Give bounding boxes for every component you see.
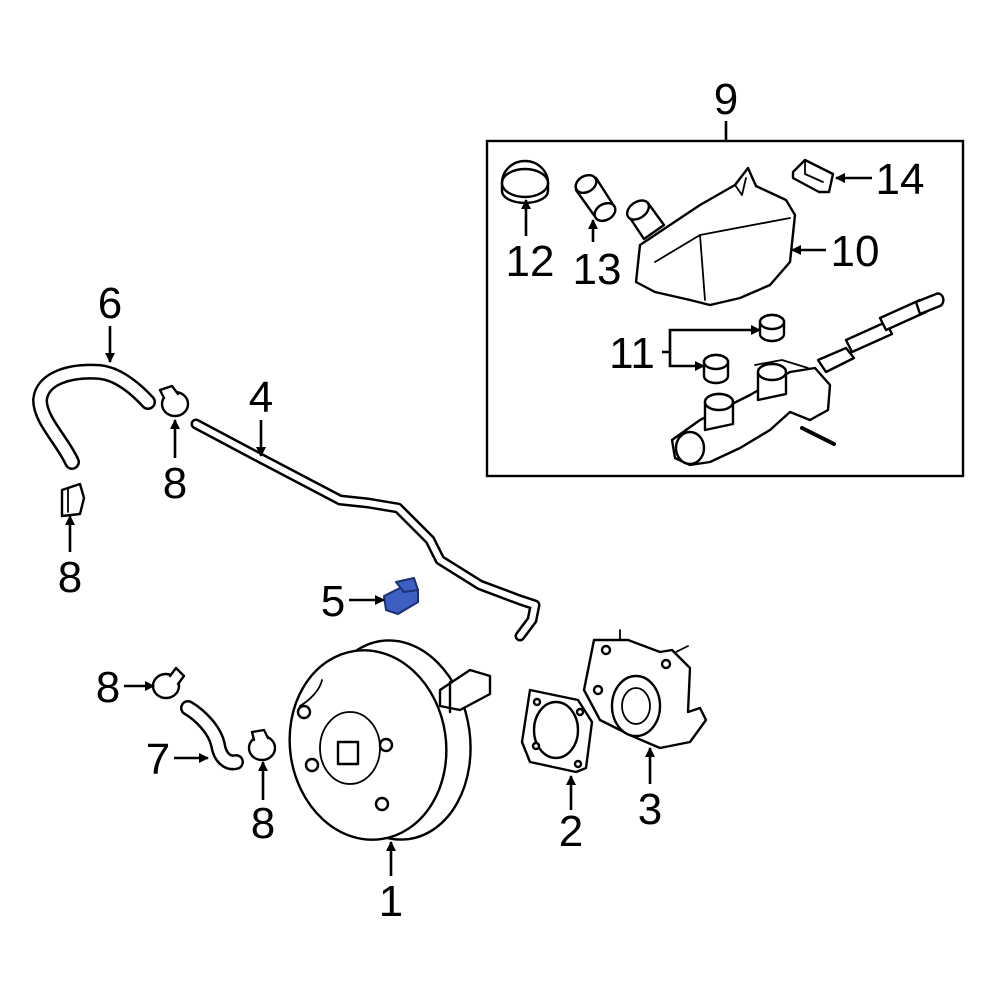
callout-8-pipe-end: 8 xyxy=(163,459,187,508)
part-3-mounting-plate[interactable] xyxy=(582,629,708,750)
callout-1: 1 xyxy=(379,877,403,926)
leader-lines xyxy=(65,173,872,876)
group-box-9 xyxy=(485,121,965,478)
callout-10: 10 xyxy=(831,227,880,276)
part-2-gasket[interactable] xyxy=(520,688,594,774)
part-8-clamp-pipe-end[interactable] xyxy=(158,384,190,418)
part-8-clamp-hose7-lower[interactable] xyxy=(247,728,277,762)
part-7-short-hose[interactable] xyxy=(180,700,244,771)
part-4-vacuum-pipe[interactable] xyxy=(190,418,541,642)
callout-6: 6 xyxy=(98,279,122,328)
part-14-clip[interactable] xyxy=(791,158,835,194)
callout-8-hose7-upper: 8 xyxy=(96,663,120,712)
callout-9: 9 xyxy=(714,75,738,124)
callout-4: 4 xyxy=(249,373,273,422)
callout-2: 2 xyxy=(559,807,583,856)
callout-14: 14 xyxy=(876,155,925,204)
part-13-strainer[interactable] xyxy=(572,172,618,225)
part-1-brake-booster[interactable] xyxy=(278,631,492,850)
part-11-grommet-upper[interactable] xyxy=(758,313,786,343)
callout-13: 13 xyxy=(573,245,622,294)
callout-8-hose-end: 8 xyxy=(58,553,82,602)
part-12-reservoir-cap[interactable] xyxy=(500,159,550,205)
part-6-vacuum-hose[interactable] xyxy=(31,363,156,470)
callout-3: 3 xyxy=(638,785,662,834)
callout-7: 7 xyxy=(146,735,170,784)
callout-11: 11 xyxy=(609,329,655,378)
part-10-reservoir[interactable] xyxy=(624,166,797,307)
part-8-clamp-hose-end[interactable] xyxy=(60,482,86,518)
callout-labels: 1 2 3 4 5 6 7 8 8 8 8 9 10 11 12 13 14 xyxy=(58,75,925,926)
callout-5: 5 xyxy=(321,577,345,626)
part-8-clamp-hose7-upper[interactable] xyxy=(151,666,186,700)
part-11-grommet-lower[interactable] xyxy=(702,353,730,385)
part-5-highlighted-component[interactable] xyxy=(383,577,419,615)
callout-8-hose7-lower: 8 xyxy=(251,799,275,848)
master-cylinder-body[interactable] xyxy=(670,292,945,467)
callout-12: 12 xyxy=(506,237,555,286)
